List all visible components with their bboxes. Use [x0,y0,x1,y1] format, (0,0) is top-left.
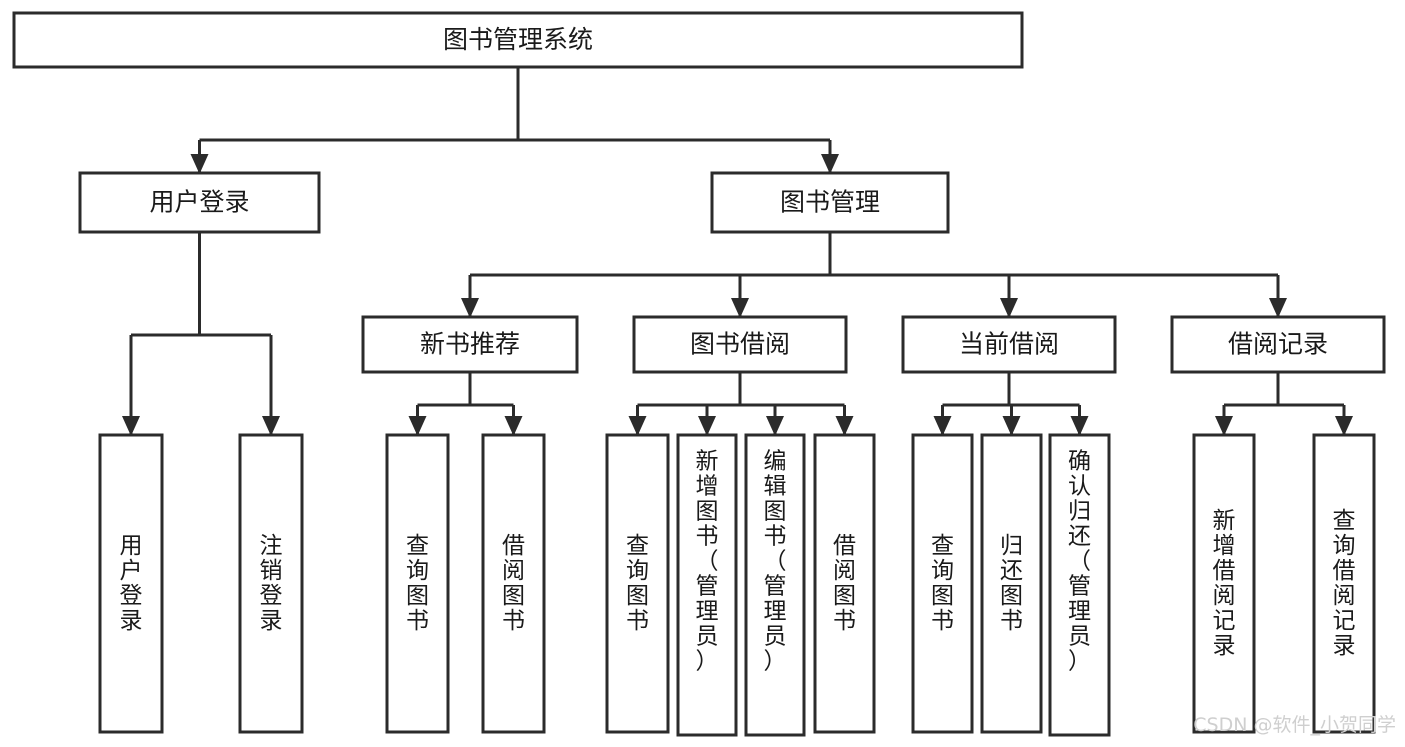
node-borrow-record[interactable]: 借阅记录 [1170,315,1386,374]
node-user-login[interactable]: 用户登录 [78,171,321,234]
arrow-head-icon [122,416,140,436]
node-box-leaf-query-book-recommend[interactable] [385,433,450,734]
node-leaf-edit-book-admin[interactable]: 编辑图书（管理员） [744,433,806,737]
node-box-leaf-query-book-current[interactable] [911,433,974,734]
arrow-head-icon [1000,298,1018,318]
arrow-head-icon [821,154,839,174]
node-leaf-logout-login[interactable]: 注销登录 [238,433,304,734]
connector-book-management-to-level3 [461,232,1287,318]
node-box-leaf-query-borrow-record[interactable] [1312,433,1376,734]
connector-borrow-record-to-leaves [1215,372,1353,436]
node-leaf-query-book-recommend[interactable]: 查询图书 [385,433,450,734]
node-label-book-management: 图书管理 [780,188,880,217]
arrow-head-icon [1002,416,1021,436]
node-leaf-user-login[interactable]: 用户登录 [98,433,164,734]
node-box-leaf-add-borrow-record[interactable] [1192,433,1256,734]
node-box-leaf-return-book[interactable] [980,433,1043,734]
node-label-leaf-add-borrow-record: 新增借阅记录 [1213,508,1236,659]
node-label-leaf-query-borrow-record: 查询借阅记录 [1333,508,1356,659]
node-label-user-login: 用户登录 [149,188,249,217]
node-leaf-return-book[interactable]: 归还图书 [980,433,1043,734]
node-box-book-borrow[interactable] [632,315,848,374]
arrow-head-icon [1070,416,1089,436]
node-box-leaf-user-login[interactable] [98,433,164,734]
node-label-leaf-logout-login: 注销登录 [260,533,283,634]
node-layer: 图书管理系统用户登录图书管理新书推荐图书借阅当前借阅借阅记录用户登录注销登录查询… [12,11,1386,737]
node-book-management[interactable]: 图书管理 [710,171,950,234]
node-box-leaf-edit-book-admin[interactable] [744,433,806,737]
connector-user-login-to-leaves [122,232,280,436]
arrow-head-icon [933,416,952,436]
arrow-head-icon [408,416,427,436]
node-current-borrow[interactable]: 当前借阅 [901,315,1117,374]
node-box-new-book-recommend[interactable] [361,315,579,374]
node-box-current-borrow[interactable] [901,315,1117,374]
node-label-leaf-query-book-recommend: 查询图书 [406,533,429,634]
arrow-head-icon [1215,416,1233,436]
arrow-head-icon [190,154,209,174]
node-leaf-add-borrow-record[interactable]: 新增借阅记录 [1192,433,1256,734]
node-leaf-borrow-book-recommend[interactable]: 借阅图书 [481,433,546,734]
node-label-leaf-borrow-book: 借阅图书 [833,533,856,634]
node-label-leaf-add-book-admin: 新增图书（管理员） [696,448,719,674]
node-root[interactable]: 图书管理系统 [12,11,1024,69]
node-box-root[interactable] [12,11,1024,69]
node-box-borrow-record[interactable] [1170,315,1386,374]
arrow-head-icon [766,416,784,436]
arrow-head-icon [262,416,280,436]
node-label-leaf-borrow-book-recommend: 借阅图书 [502,533,525,634]
connector-layer [122,67,1353,436]
node-new-book-recommend[interactable]: 新书推荐 [361,315,579,374]
node-label-leaf-edit-book-admin: 编辑图书（管理员） [764,448,787,674]
node-box-leaf-confirm-return-admin[interactable] [1048,433,1111,737]
node-box-leaf-borrow-book[interactable] [813,433,876,734]
node-book-borrow[interactable]: 图书借阅 [632,315,848,374]
watermark-label: CSDN @软件_小贺同学 [1193,714,1396,736]
node-box-leaf-query-book-borrow[interactable] [605,433,670,734]
node-label-current-borrow: 当前借阅 [959,330,1059,359]
arrow-head-icon [461,298,479,318]
arrow-head-icon [835,416,854,436]
arrow-head-icon [628,416,647,436]
node-label-new-book-recommend: 新书推荐 [420,330,520,359]
arrow-head-icon [1269,298,1287,318]
connector-book-borrow-to-leaves [628,372,854,436]
node-label-borrow-record: 借阅记录 [1228,330,1328,359]
node-leaf-query-borrow-record[interactable]: 查询借阅记录 [1312,433,1376,734]
node-box-user-login[interactable] [78,171,321,234]
node-box-leaf-add-book-admin[interactable] [676,433,738,737]
node-leaf-query-book-current[interactable]: 查询图书 [911,433,974,734]
node-leaf-add-book-admin[interactable]: 新增图书（管理员） [676,433,738,737]
node-label-root: 图书管理系统 [443,25,593,54]
node-leaf-query-book-borrow[interactable]: 查询图书 [605,433,670,734]
node-label-leaf-confirm-return-admin: 确认归还（管理员） [1068,448,1091,674]
node-label-leaf-user-login: 用户登录 [120,533,143,634]
arrow-head-icon [504,416,523,436]
arrow-head-icon [1335,416,1353,436]
node-box-book-management[interactable] [710,171,950,234]
node-leaf-confirm-return-admin[interactable]: 确认归还（管理员） [1048,433,1111,737]
arrow-head-icon [698,416,716,436]
node-label-leaf-query-book-borrow: 查询图书 [626,533,649,634]
node-box-leaf-borrow-book-recommend[interactable] [481,433,546,734]
node-label-leaf-query-book-current: 查询图书 [931,533,954,634]
connector-root-to-level2 [190,67,839,174]
node-box-leaf-logout-login[interactable] [238,433,304,734]
arrow-head-icon [731,298,749,318]
connector-new-book-recommend-to-leaves [408,372,523,436]
node-label-book-borrow: 图书借阅 [690,330,790,359]
node-leaf-borrow-book[interactable]: 借阅图书 [813,433,876,734]
node-label-leaf-return-book: 归还图书 [1000,533,1023,634]
connector-current-borrow-to-leaves [933,372,1089,436]
